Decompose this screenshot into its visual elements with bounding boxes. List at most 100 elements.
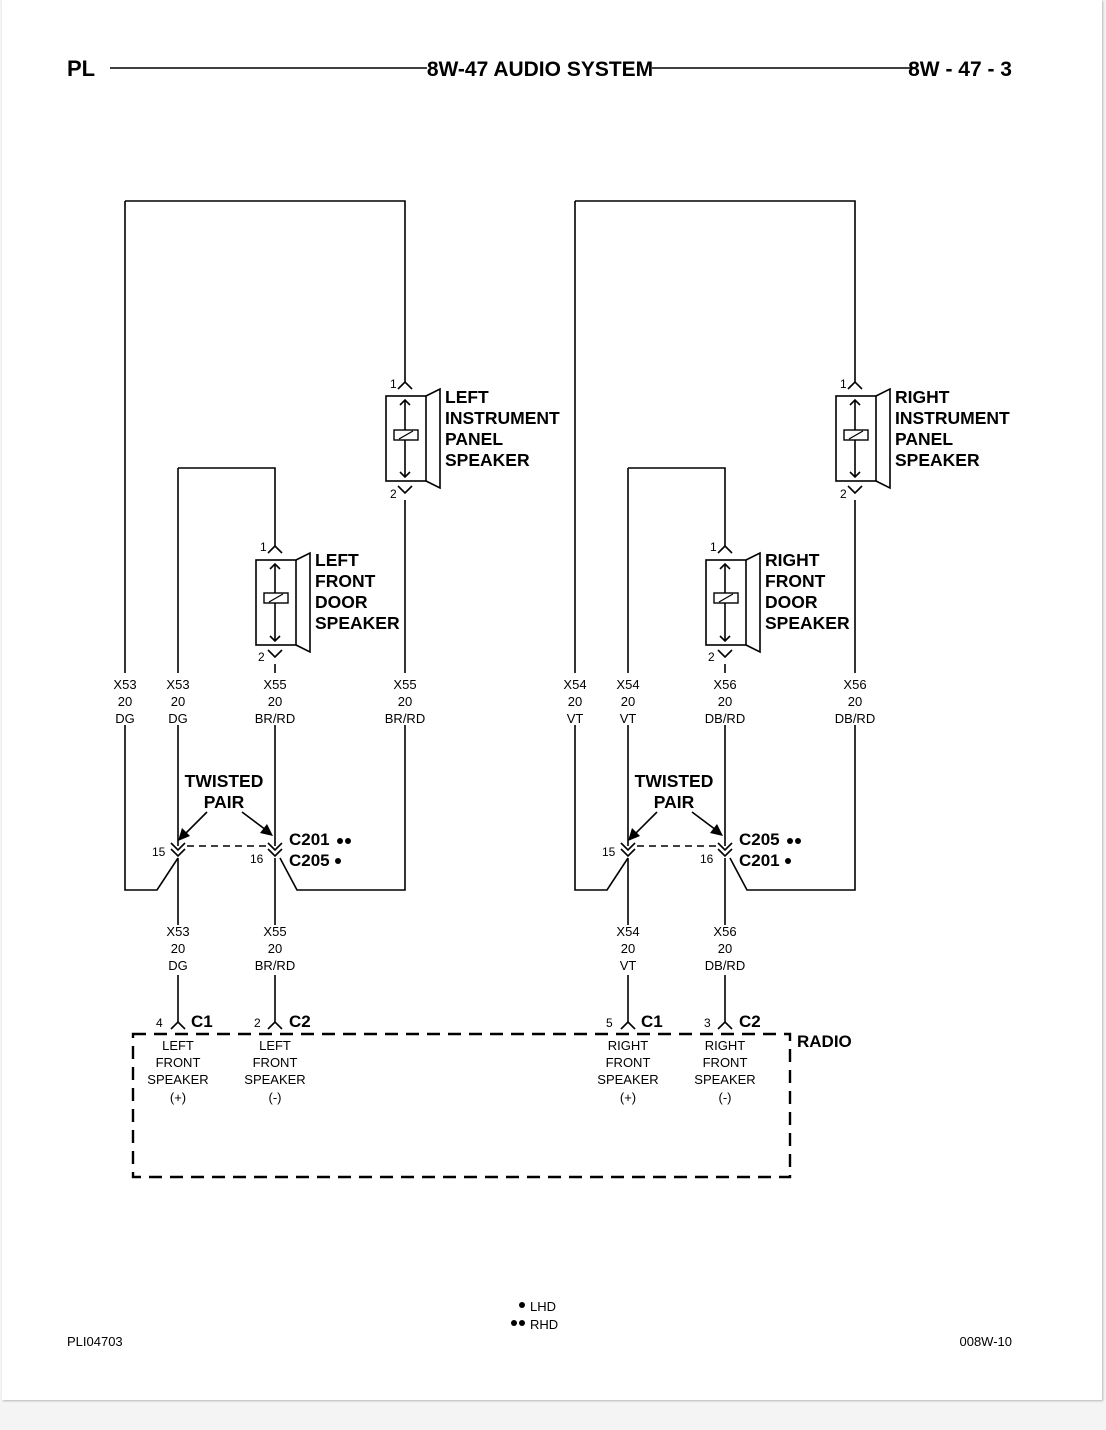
pin-number: 15 <box>602 845 616 859</box>
speaker-label: SPEAKER <box>895 450 980 470</box>
arrow-icon <box>633 811 658 836</box>
header-title: 8W-47 AUDIO SYSTEM <box>427 58 653 81</box>
pin-function-label: (+) <box>620 1090 636 1105</box>
speaker-cone-icon <box>745 551 761 654</box>
left-front-door-speaker: 1 2 LEFT FRONT DOOR SPEAKER <box>255 540 400 664</box>
radio-module: RADIO 4 C1 LEFT FRONT SPEAKER (+) 2 C2 L… <box>131 1012 852 1179</box>
terminal-icon <box>847 380 863 390</box>
radio-connector-c1-left: 4 C1 LEFT FRONT SPEAKER (+) <box>147 1012 212 1105</box>
speaker-label: RIGHT <box>895 387 950 407</box>
wire-color: DG <box>168 958 188 973</box>
twisted-pair-label: TWISTED <box>635 771 714 791</box>
speaker-label: PANEL <box>895 429 953 449</box>
terminal-icon <box>620 1020 636 1030</box>
speaker-label: SPEAKER <box>765 613 850 633</box>
arrow-icon <box>241 811 267 831</box>
wire-code: X53 <box>166 924 189 939</box>
wire-gauge: 20 <box>171 694 185 709</box>
pin-number: 2 <box>258 650 265 664</box>
pin-number: 16 <box>250 852 264 866</box>
connector-terminal-icon <box>267 842 283 858</box>
terminal-icon <box>717 1020 733 1030</box>
wire-x54-outer-top <box>575 200 856 382</box>
pin-function-label: RIGHT <box>705 1038 746 1053</box>
wire-color: BR/RD <box>255 958 295 973</box>
terminal-icon <box>847 485 863 495</box>
terminal-icon <box>267 544 283 554</box>
wire-code: X53 <box>113 677 136 692</box>
diagram-code: 008W-10 <box>959 1334 1012 1349</box>
wire-color: DB/RD <box>705 711 745 726</box>
speaker-cone-icon <box>875 387 891 490</box>
pin-function-label: (+) <box>170 1090 186 1105</box>
right-inline-connector: TWISTED PAIR 15 16 C205 C201 <box>602 771 801 870</box>
connector-id: C2 <box>739 1012 761 1031</box>
radio-label: RADIO <box>797 1032 852 1051</box>
pin-number: 1 <box>710 540 717 554</box>
wire-color: DG <box>168 711 188 726</box>
wire-x53-outer-top <box>125 200 406 382</box>
terminal-icon <box>717 544 733 554</box>
double-dot-icon <box>511 1320 517 1326</box>
wire-color: DG <box>115 711 135 726</box>
connector-id: C2 <box>289 1012 311 1031</box>
wire-code: X54 <box>616 924 639 939</box>
speaker-label: DOOR <box>315 592 368 612</box>
wire-gauge: 20 <box>268 941 282 956</box>
wire-code: X56 <box>713 924 736 939</box>
header-page-number: 8W - 47 - 3 <box>908 58 1012 81</box>
wire-code: X56 <box>843 677 866 692</box>
single-dot-icon <box>519 1302 525 1308</box>
pin-number: 2 <box>254 1016 261 1030</box>
connector-id: C201 <box>289 830 330 849</box>
wire-x53-inner-top <box>178 467 276 546</box>
arrow-icon <box>691 811 717 831</box>
speaker-label: LEFT <box>445 387 489 407</box>
speaker-label: SPEAKER <box>445 450 530 470</box>
wire-code: X56 <box>713 677 736 692</box>
connector-id: C205 <box>289 851 330 870</box>
pin-function-label: (-) <box>269 1090 282 1105</box>
connector-id: C205 <box>739 830 780 849</box>
wire-gauge: 20 <box>268 694 282 709</box>
upper-wire-labels: X53 20 DG X53 20 DG X55 20 BR/RD X55 20 … <box>110 673 876 726</box>
wire-x53-outer <box>124 201 179 891</box>
speaker-label: DOOR <box>765 592 818 612</box>
connector-terminal-icon <box>170 842 186 858</box>
speaker-body <box>835 395 877 482</box>
speaker-cone-icon <box>425 387 441 490</box>
speaker-cone-icon <box>295 551 311 654</box>
pin-number: 1 <box>840 377 847 391</box>
speaker-body <box>385 395 427 482</box>
radio-connector-c1-right: 5 C1 RIGHT FRONT SPEAKER (+) <box>597 1012 662 1105</box>
terminal-icon <box>267 1020 283 1030</box>
pin-function-label: LEFT <box>162 1038 194 1053</box>
left-wiring <box>124 200 406 1022</box>
wire-code: X54 <box>563 677 586 692</box>
pin-number: 3 <box>704 1016 711 1030</box>
wire-code: X54 <box>616 677 639 692</box>
wire-gauge: 20 <box>398 694 412 709</box>
pin-function-label: SPEAKER <box>244 1072 305 1087</box>
pin-function-label: SPEAKER <box>694 1072 755 1087</box>
connector-id: C1 <box>191 1012 213 1031</box>
pin-number: 1 <box>260 540 267 554</box>
wire-color: VT <box>620 711 637 726</box>
pin-function-label: FRONT <box>703 1055 748 1070</box>
wire-gauge: 20 <box>568 694 582 709</box>
terminal-icon <box>170 1020 186 1030</box>
pin-number: 15 <box>152 845 166 859</box>
wire-gauge: 20 <box>621 941 635 956</box>
speaker-label: SPEAKER <box>315 613 400 633</box>
speaker-label: FRONT <box>765 571 826 591</box>
left-inline-connector: TWISTED PAIR 15 16 C201 C205 <box>152 771 351 870</box>
twisted-pair-label: PAIR <box>204 792 245 812</box>
terminal-icon <box>717 649 733 659</box>
right-front-door-speaker: 1 2 RIGHT FRONT DOOR SPEAKER <box>705 540 850 664</box>
speaker-label: FRONT <box>315 571 376 591</box>
connector-terminal-icon <box>620 842 636 858</box>
wire-gauge: 20 <box>718 694 732 709</box>
wire-color: VT <box>567 711 584 726</box>
speaker-body <box>255 559 297 646</box>
lower-wire-labels: X53 20 DG X55 20 BR/RD X54 20 VT X56 20 … <box>166 924 745 973</box>
